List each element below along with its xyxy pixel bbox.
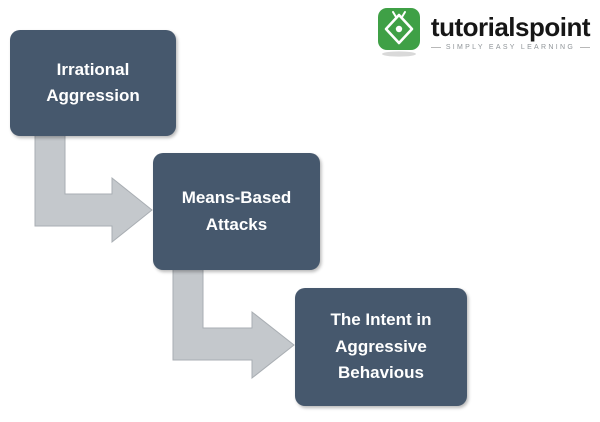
flow-box-label: Irrational Aggression [46, 59, 140, 105]
flow-box-irrational-aggression: Irrational Aggression [10, 30, 176, 136]
elbow-arrow-2 [172, 264, 295, 380]
elbow-arrow-1 [34, 132, 153, 244]
flow-box-intent-in-aggressive-behavious: The Intent in Aggressive Behavious [295, 288, 467, 406]
flow-box-label: Means-Based Attacks [181, 188, 292, 234]
flow-box-label: The Intent in Aggressive Behavious [330, 310, 432, 383]
logo-text-block: tutorialspoint SIMPLY EASY LEARNING [430, 6, 591, 51]
logo-brand-text: tutorialspoint [430, 12, 591, 42]
tagline-divider-left [430, 47, 441, 48]
tutorialspoint-logo-icon [377, 8, 420, 57]
flow-box-means-based-attacks: Means-Based Attacks [153, 153, 320, 270]
tagline-divider-right [580, 47, 591, 48]
logo-tagline: SIMPLY EASY LEARNING [445, 44, 576, 51]
tutorialspoint-logo: tutorialspoint SIMPLY EASY LEARNING [376, 6, 591, 58]
logo-tagline-row: SIMPLY EASY LEARNING [430, 44, 591, 51]
